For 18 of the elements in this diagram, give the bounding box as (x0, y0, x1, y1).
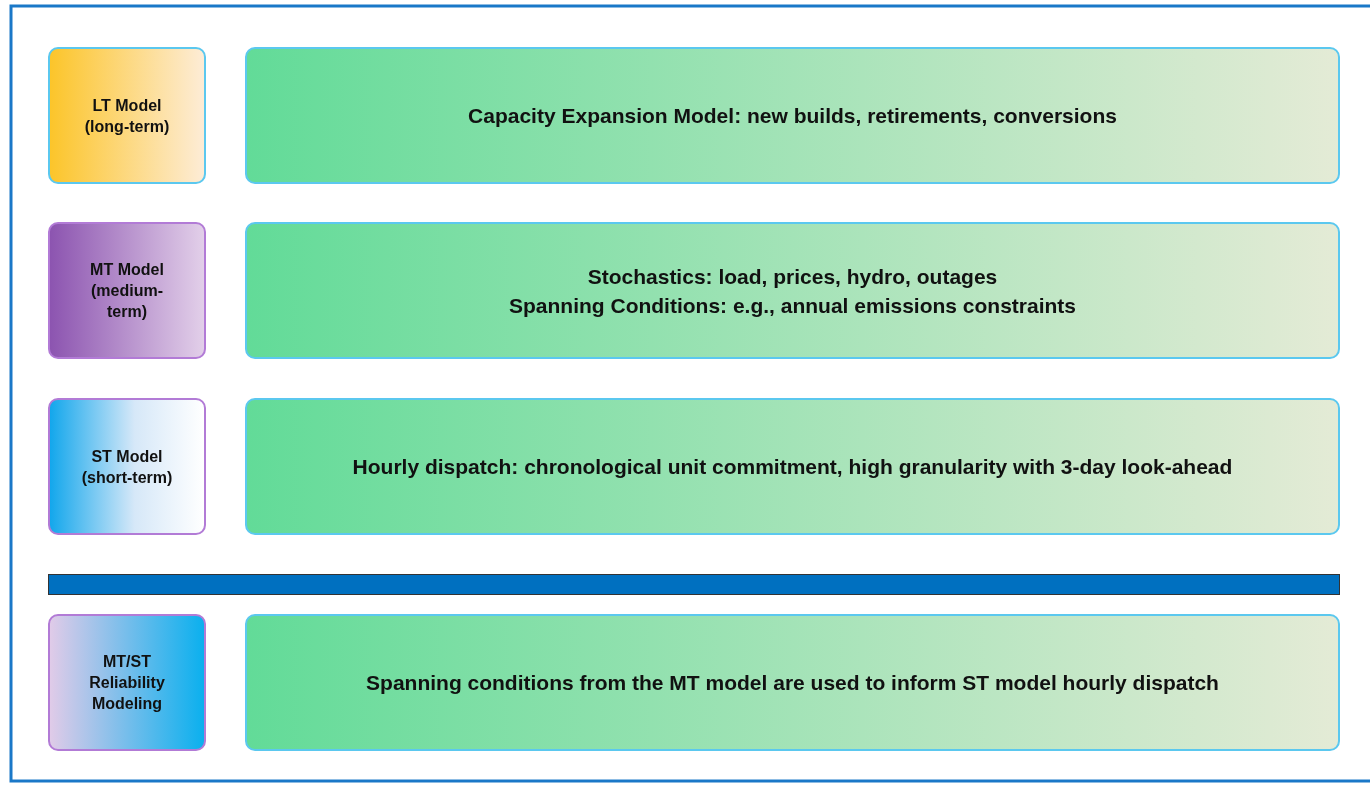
description-text: Spanning conditions from the MT model are used to inform ST model hourly dispatch (366, 670, 1219, 696)
description-text: Capacity Expansion Model: new builds, retirements, conversions (468, 103, 1117, 129)
model-label: LT Model (long-term) (83, 95, 171, 137)
model-label-box (48, 222, 206, 359)
model-label: MT/ST Reliability Modeling (88, 652, 166, 714)
description-text: Hourly dispatch: chronological unit commitment, high granularity with 3-day look-ahead (352, 454, 1233, 480)
description-text: Stochastics: load, prices, hydro, outages (587, 263, 998, 290)
model-label: MT Model (medium-term) (89, 260, 165, 322)
model-label-box (48, 614, 206, 751)
model-label-box (48, 47, 206, 184)
model-label: ST Model (short-term) (80, 446, 174, 488)
description-box (245, 614, 1340, 751)
description-box (245, 398, 1340, 535)
description-box (245, 222, 1340, 359)
model-label-box (48, 398, 206, 535)
description-box (245, 47, 1340, 184)
description-text: Spanning Conditions: e.g., annual emissions constraints (508, 292, 1077, 319)
divider-bar (48, 574, 1340, 595)
